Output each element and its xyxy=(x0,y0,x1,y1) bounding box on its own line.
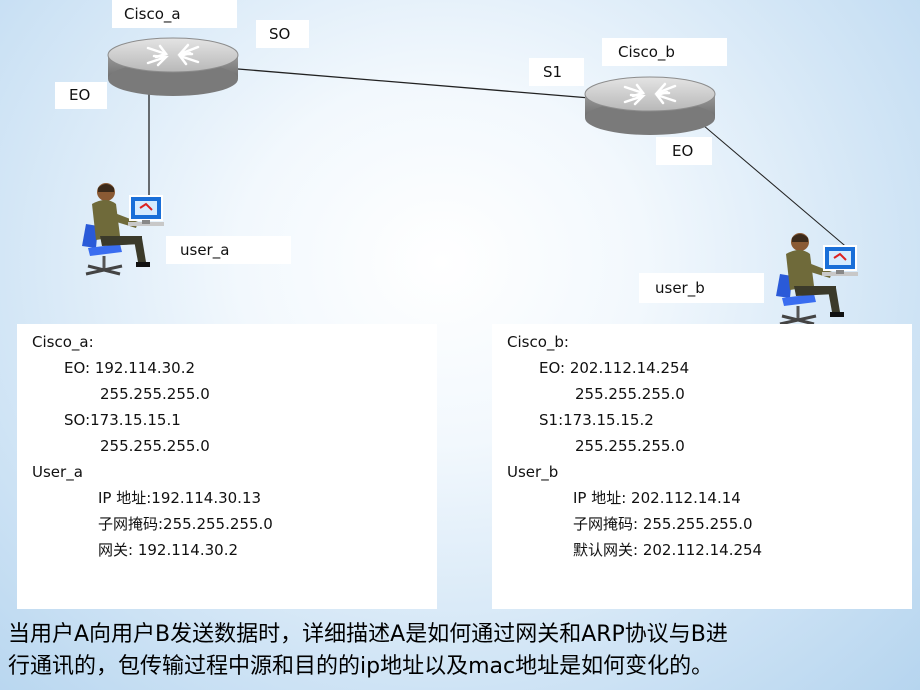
router-a-label: Cisco_a xyxy=(112,0,237,28)
user-b-label: user_b xyxy=(639,273,764,303)
user-a-label: user_a xyxy=(166,236,291,264)
router-b-icon xyxy=(583,75,717,137)
router-b-label: Cisco_b xyxy=(602,38,727,66)
serial-link-line xyxy=(237,68,591,99)
panel-b-line: User_b xyxy=(507,463,559,481)
panel-b-line: 255.255.255.0 xyxy=(575,437,685,455)
router-b-config-panel: Cisco_b: EO: 202.112.14.254 255.255.255.… xyxy=(492,324,912,609)
panel-a-line: 子网掩码:255.255.255.0 xyxy=(98,515,273,533)
panel-a-line: 255.255.255.0 xyxy=(100,385,210,403)
panel-a-line: Cisco_a: xyxy=(32,333,94,351)
router-b-s1-label: S1 xyxy=(529,58,584,86)
question-text: 当用户A向用户B发送数据时，详细描述A是如何通过网关和ARP协议与B进 行通讯的… xyxy=(8,619,913,683)
user-b-icon xyxy=(774,231,860,326)
panel-a-line: 255.255.255.0 xyxy=(100,437,210,455)
panel-a-line: EO: 192.114.30.2 xyxy=(64,359,196,377)
question-line: 行通讯的，包传输过程中源和目的的ip地址以及mac地址是如何变化的。 xyxy=(8,654,714,679)
panel-b-line: 255.255.255.0 xyxy=(575,385,685,403)
panel-a-line: 网关: 192.114.30.2 xyxy=(98,541,239,559)
router-a-icon xyxy=(106,36,240,98)
router-a-e0-label: EO xyxy=(55,82,107,109)
panel-a-line: SO:173.15.15.1 xyxy=(64,411,181,429)
panel-b-line: Cisco_b: xyxy=(507,333,569,351)
panel-b-line: 子网掩码: 255.255.255.0 xyxy=(573,515,753,533)
panel-b-line: S1:173.15.15.2 xyxy=(539,411,654,429)
panel-b-line: IP 地址: 202.112.14.14 xyxy=(573,489,741,507)
router-b-e0-label: EO xyxy=(656,137,712,165)
panel-a-line: IP 地址:192.114.30.13 xyxy=(98,489,262,507)
panel-a-line: User_a xyxy=(32,463,83,481)
panel-b-line: EO: 202.112.14.254 xyxy=(539,359,690,377)
panel-b-line: 默认网关: 202.112.14.254 xyxy=(573,541,763,559)
router-a-s0-label: SO xyxy=(256,20,309,48)
router-a-config-panel: Cisco_a: EO: 192.114.30.2 255.255.255.0 … xyxy=(17,324,437,609)
user-a-icon xyxy=(80,181,166,276)
router-b-ethernet-link xyxy=(689,113,851,251)
question-line: 当用户A向用户B发送数据时，详细描述A是如何通过网关和ARP协议与B进 xyxy=(8,622,728,647)
